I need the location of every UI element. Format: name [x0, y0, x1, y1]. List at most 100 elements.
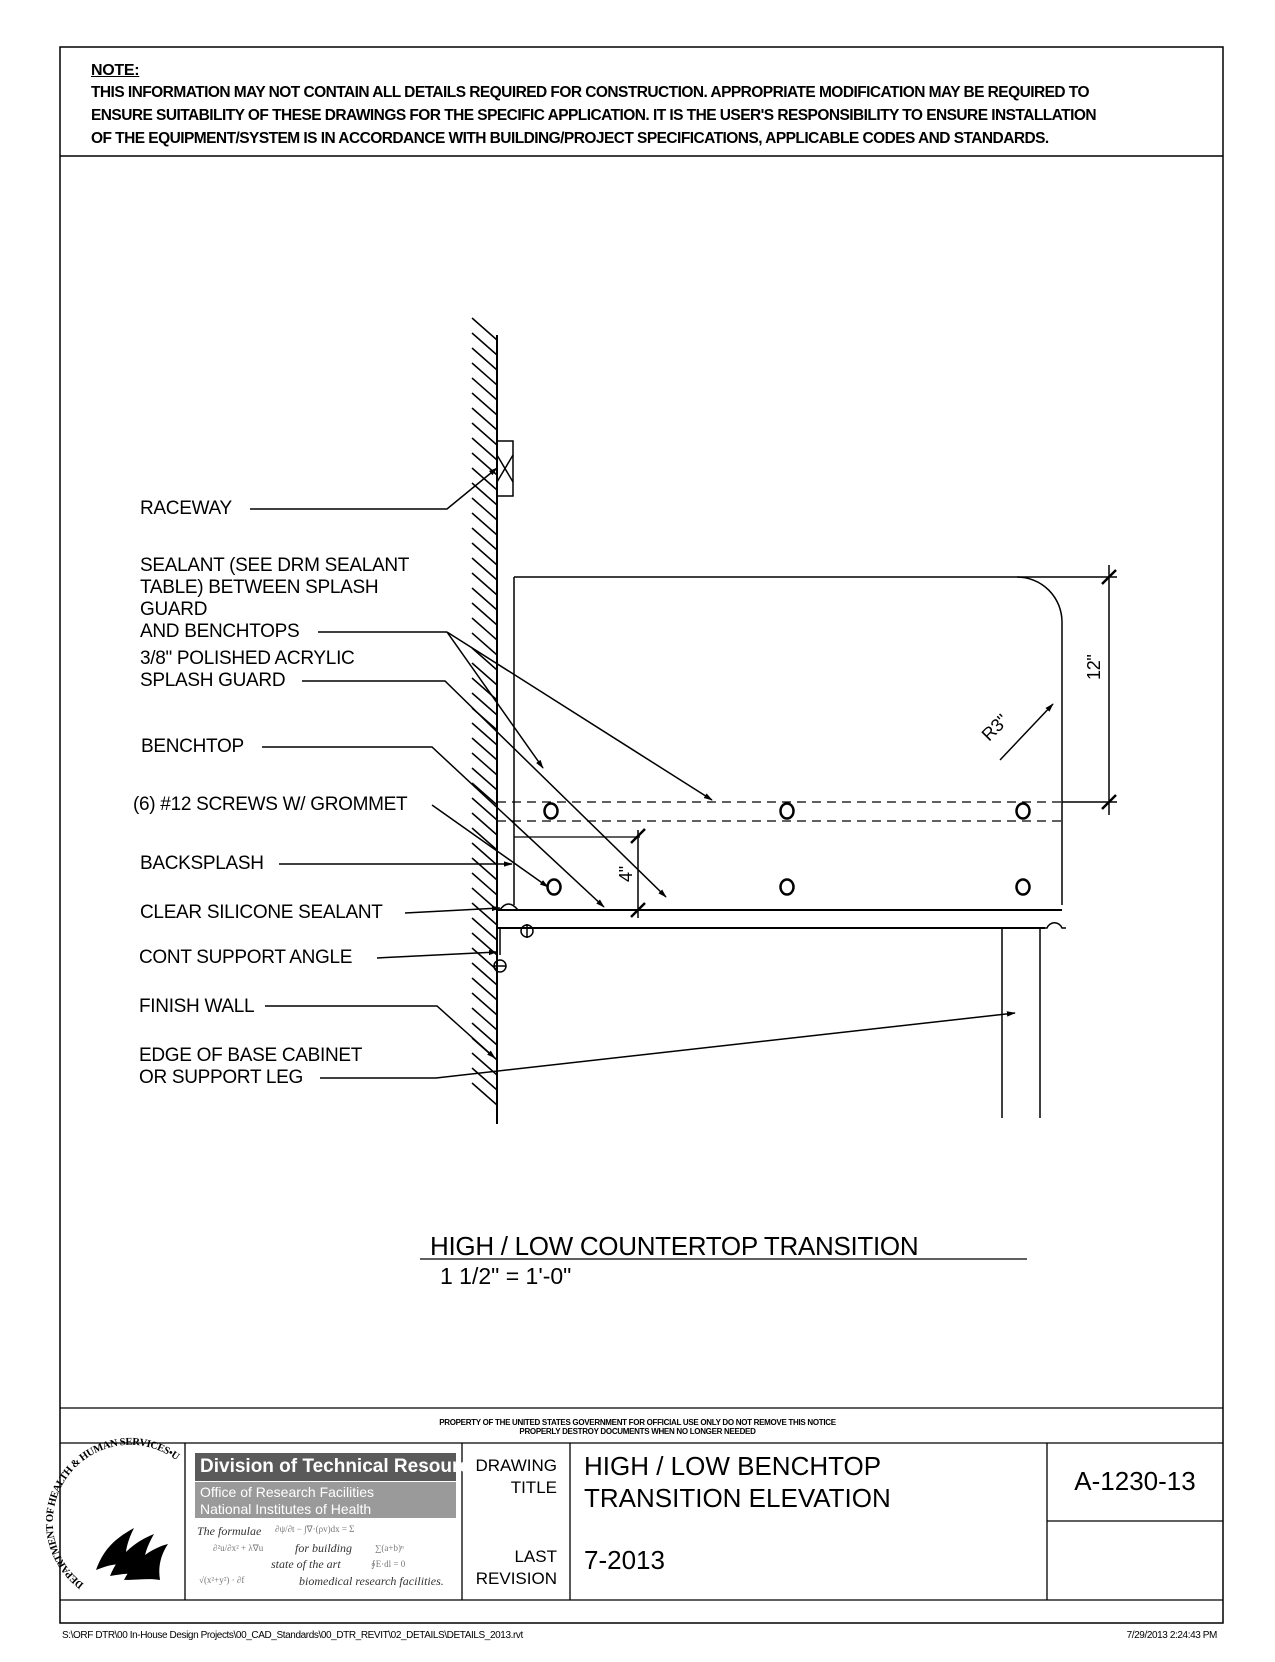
org-sub2: National Institutes of Health [200, 1501, 372, 1517]
label-sealant: SEALANT (SEE DRM SEALANT [140, 555, 410, 576]
wall-hatch-line [471, 782, 498, 806]
wall-hatch-line [471, 1022, 498, 1046]
title-block-frame [60, 1407, 1223, 1601]
wall-hatch-line [471, 857, 498, 881]
screw [543, 802, 559, 820]
label-sealant: GUARD [140, 599, 208, 620]
note-heading: NOTE: [91, 62, 140, 79]
raceway-box [496, 440, 514, 497]
dimension-4in-text: 4" [616, 866, 636, 882]
org-name: Division of Technical Resources [195, 1453, 491, 1481]
wall-hatch-line [471, 692, 498, 716]
note-line: OF THE EQUIPMENT/SYSTEM IS IN ACCORDANCE… [91, 130, 1049, 147]
leader-clear-sealant [404, 905, 501, 914]
dimension-4in [630, 828, 646, 918]
dimension-12in-text: 12" [1084, 654, 1104, 680]
print-timestamp: 7/29/2013 2:24:43 PM [1126, 1630, 1218, 1641]
last-revision-label: LAST [514, 1547, 557, 1566]
wall-hatch-line [471, 872, 498, 896]
sheet-title: TRANSITION ELEVATION [584, 1483, 891, 1513]
wall-hatch-line [471, 632, 498, 656]
wall-hatch-line [471, 1067, 498, 1091]
screw-holes [543, 802, 1031, 896]
wall-hatch-line [471, 482, 498, 506]
wall-hatch-line [471, 587, 498, 611]
wall-hatch-line [471, 902, 498, 926]
label-base-cabinet: OR SUPPORT LEG [139, 1067, 304, 1088]
wall-hatch-line [471, 527, 498, 551]
leader-support-angle [376, 949, 498, 959]
org-tagline: The formulae ∂ψ/∂t − ∫∇·(ρv)dx = Σ ∂²u/∂… [197, 1524, 444, 1588]
wall-hatch-line [471, 662, 498, 686]
government-notice: PROPERLY DESTROY DOCUMENTS WHEN NO LONGE… [519, 1427, 756, 1436]
wall-hatch-line [471, 617, 498, 641]
support-angle [493, 928, 507, 973]
drawing-scale: 1 1/2" = 1'-0" [440, 1263, 572, 1289]
splash-guard-outline [514, 576, 1063, 905]
tagline-word: The formulae [197, 1524, 262, 1538]
wall-hatch-line [471, 842, 498, 866]
wall-hatch-line [471, 407, 498, 431]
label-splash-guard: 3/8" POLISHED ACRYLIC [140, 648, 355, 669]
wall-hatch-line [471, 917, 498, 941]
wall-hatch-line [471, 767, 498, 791]
note-line: THIS INFORMATION MAY NOT CONTAIN ALL DET… [91, 84, 1090, 101]
file-path: S:\ORF DTR\00 In-House Design Projects\0… [62, 1630, 523, 1641]
sheet-title: HIGH / LOW BENCHTOP [584, 1451, 882, 1481]
sheet-border [59, 46, 1224, 1624]
screw [546, 878, 562, 896]
leader-screws [431, 804, 549, 888]
wall-hatch-line [471, 512, 498, 536]
wall-hatch-line [471, 812, 498, 836]
wall-hatch-line [471, 317, 498, 341]
tagline-word: biomedical research facilities. [299, 1574, 444, 1588]
wall-hatch-line [471, 347, 498, 371]
wall-hatch-line [471, 722, 498, 746]
leader-finish-wall [265, 1005, 496, 1059]
wall-hatch-line [471, 362, 498, 386]
wall-hatch-line [471, 962, 498, 986]
wall-hatch-line [471, 1082, 498, 1106]
drawing-title-label: DRAWING [475, 1456, 557, 1475]
leader-base-cabinet [320, 1011, 1016, 1079]
wall-hatch-line [471, 542, 498, 566]
label-backsplash: BACKSPLASH [140, 853, 264, 874]
leader-sealant-a [446, 631, 544, 769]
leader-sealant-b [446, 631, 713, 801]
note-line: ENSURE SUITABILITY OF THESE DRAWINGS FOR… [91, 107, 1097, 124]
drawing-title-label: TITLE [510, 1478, 557, 1497]
wall-hatch-line [471, 977, 498, 1001]
radius-dimension-line [999, 703, 1054, 761]
drawing-title: HIGH / LOW COUNTERTOP TRANSITION [430, 1231, 919, 1261]
wall-hatch-line [471, 332, 498, 356]
benchtop-front-nosing [1045, 922, 1066, 929]
label-sealant: TABLE) BETWEEN SPLASH [140, 577, 379, 598]
wall-hatch-line [471, 392, 498, 416]
leader-lines [250, 467, 1016, 1079]
wall-hatch-line [471, 497, 498, 521]
wall-hatch-line [471, 602, 498, 626]
wall-hatch-line [471, 752, 498, 776]
wall-hatch-line [471, 947, 498, 971]
label-base-cabinet: EDGE OF BASE CABINET [139, 1045, 363, 1066]
screw [779, 878, 795, 896]
screw [779, 802, 795, 820]
last-revision-date: 7-2013 [584, 1545, 665, 1575]
tagline-word: for building [295, 1541, 353, 1555]
sheet-number: A-1230-13 [1074, 1466, 1196, 1496]
org-sub1: Office of Research Facilities [200, 1484, 375, 1500]
label-sealant: AND BENCHTOPS [140, 621, 300, 642]
wall-hatch-line [471, 647, 498, 671]
leader-raceway [250, 467, 498, 510]
leader-splash-guard [302, 680, 667, 898]
wall-hatch-line [471, 437, 498, 461]
leader-benchtop [262, 746, 605, 908]
label-finish-wall: FINISH WALL [139, 996, 255, 1017]
tagline-word: state of the art [271, 1557, 341, 1571]
label-screws: (6) #12 SCREWS W/ GROMMET [133, 794, 408, 815]
wall-hatch-line [471, 377, 498, 401]
grommet-screw [520, 924, 534, 938]
wall-hatch-line [471, 992, 498, 1016]
screw [1015, 802, 1031, 820]
